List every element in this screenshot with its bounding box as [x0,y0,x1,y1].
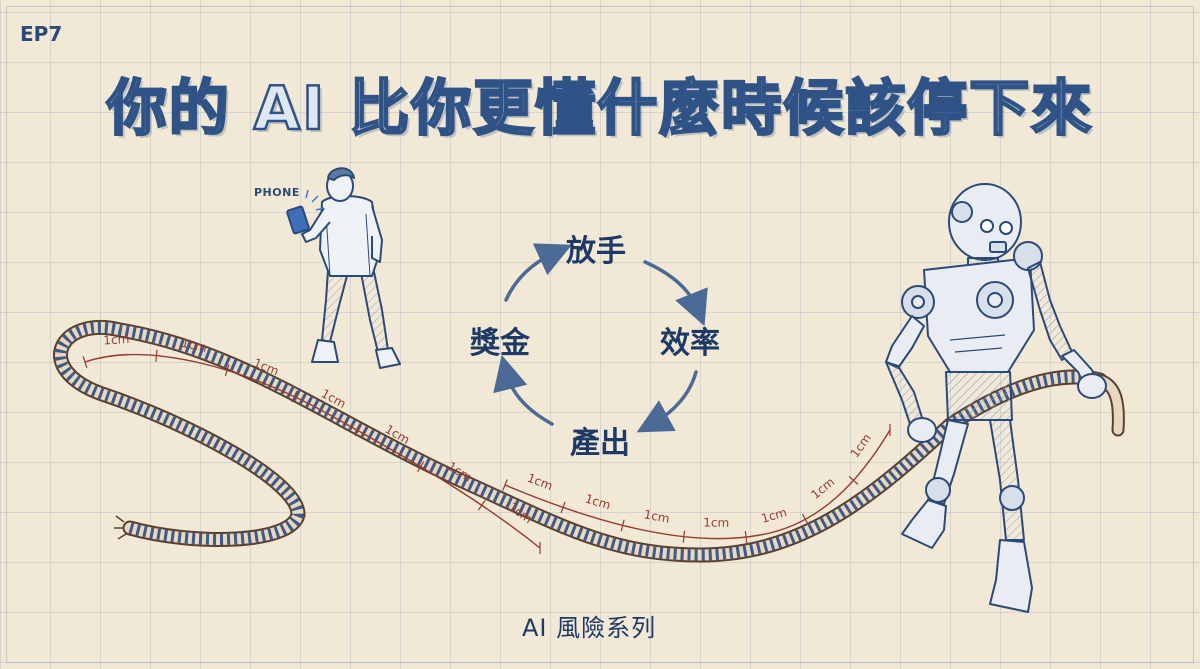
ruler-label-12: 1cm [760,505,789,526]
phone-label: PHONE [254,186,300,199]
ruler-label-10: 1cm [643,507,671,526]
ruler-label-11: 1cm [703,516,729,530]
ruler-label-1: 1cm [103,332,130,348]
ruler-tick [82,356,88,368]
ruler-label-9: 1cm [583,491,612,512]
cycle-step-let-go: 放手 [566,234,626,269]
ruler-label-7: 1cm [506,500,535,527]
cycle-arrows [493,243,708,433]
ruler-tick [744,531,748,544]
cycle-step-bonus: 獎金 [470,326,530,361]
episode-label: EP7 [20,22,63,46]
series-label: AI 風險系列 [522,614,657,642]
ruler-label-13: 1cm [808,475,837,502]
rope [53,320,1125,563]
paper-frame [6,6,1194,663]
ruler-tick [417,461,425,473]
robot [885,183,1107,613]
ruler-label-8: 1cm [525,471,554,493]
ruler-label-14: 1cm [848,431,874,460]
main-title: 你的 AI 比你更懂什麼時候該停下來 [105,73,1094,146]
ruler-tick [801,513,809,525]
ruler-tick [848,475,859,485]
cycle-step-efficiency: 效率 [660,326,720,361]
cycle-step-output: 產出 [570,426,630,461]
ruler-tick [155,349,158,362]
ruler-tick [502,479,508,491]
ruler-tick [682,530,686,543]
ruler-tick [560,501,566,514]
ruler-tick [477,499,486,511]
ruler-label-2: 1cm [180,336,208,355]
ruler-tick [620,519,625,532]
ruler-tick [224,364,230,377]
ruler-tick [354,425,362,437]
man-with-phone [286,167,401,369]
ruler-tick [291,390,298,403]
